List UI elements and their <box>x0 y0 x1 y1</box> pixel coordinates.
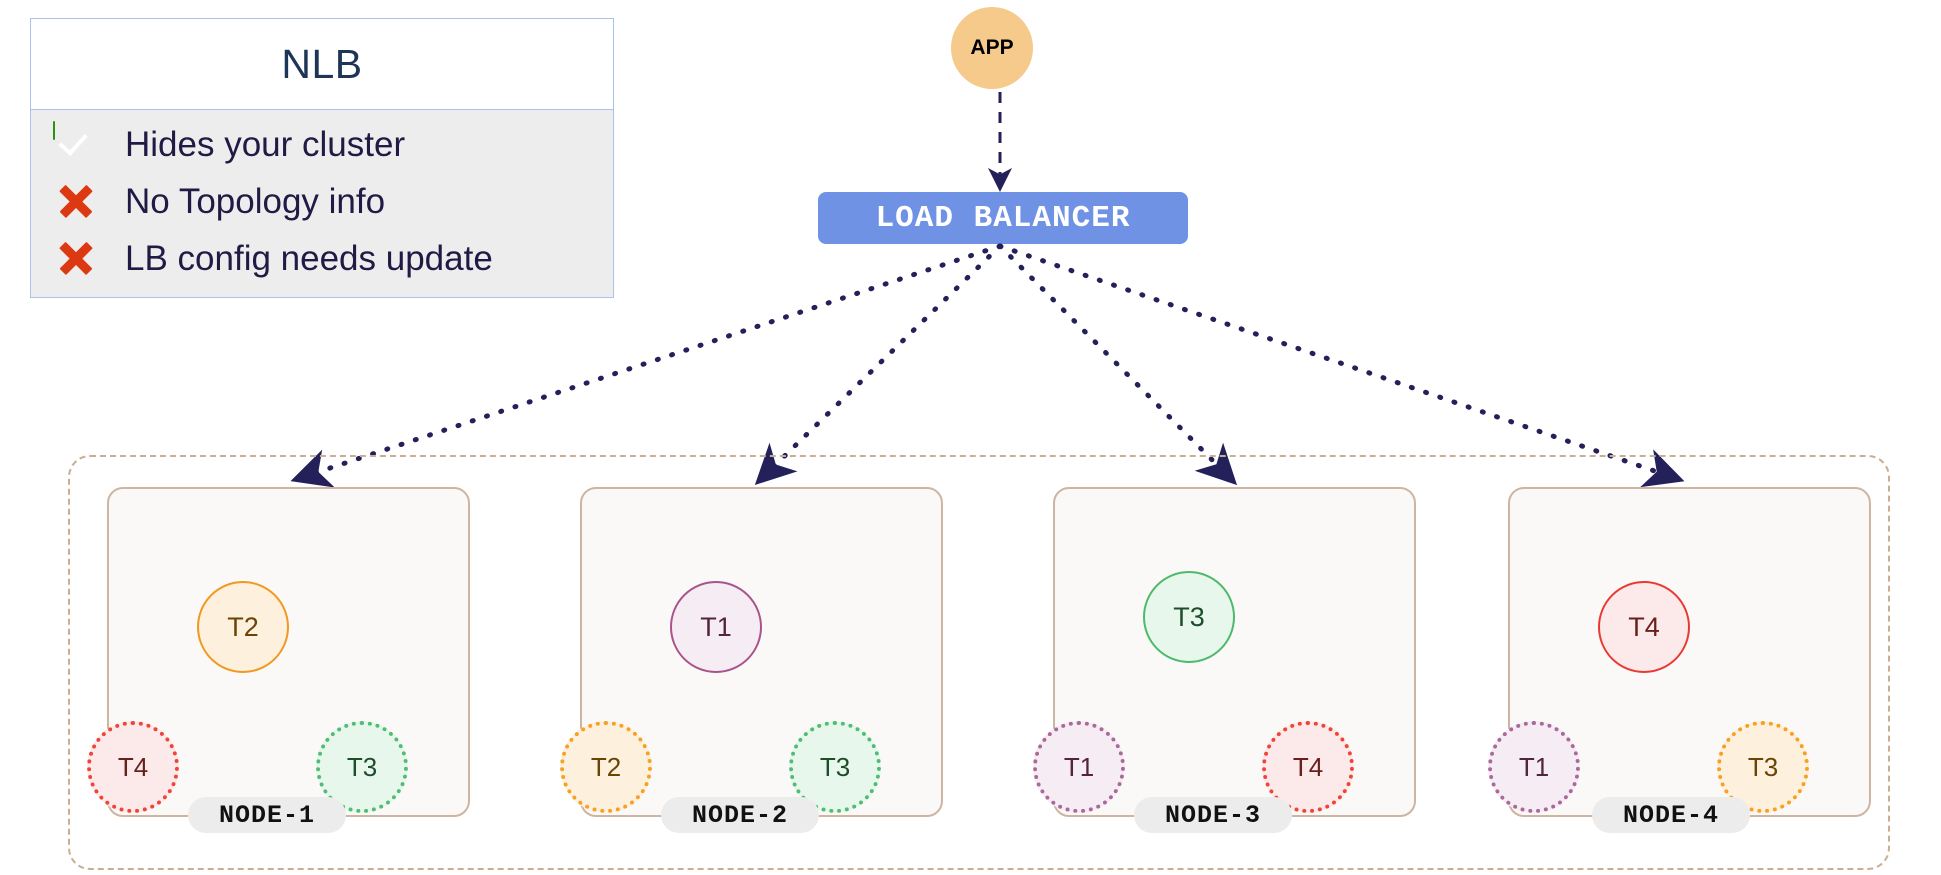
app-node: APP <box>951 7 1033 89</box>
cross-icon <box>53 179 99 225</box>
task-circle-replica: T4 <box>87 721 179 813</box>
app-node-label: APP <box>970 36 1014 59</box>
task-circle-replica: T1 <box>1488 721 1580 813</box>
legend-row-label: No Topology info <box>125 181 386 221</box>
arrow-lb-to-node-2 <box>754 243 1003 485</box>
nlb-legend-panel: NLB Hides your cluster No Topology info … <box>30 18 614 298</box>
task-circle-replica: T1 <box>1033 721 1125 813</box>
node-badge-label: NODE-1 <box>218 800 315 830</box>
task-circle-replica: T4 <box>1262 721 1354 813</box>
node-badge-label: NODE-3 <box>1164 800 1261 830</box>
legend-row-label: LB config needs update <box>125 238 493 278</box>
node-box-2: T1 T2 T3 <box>560 487 943 817</box>
task-label: T3 <box>346 751 378 782</box>
task-label: T4 <box>117 751 149 782</box>
task-label: T4 <box>1292 751 1324 782</box>
task-label: T3 <box>1173 601 1205 632</box>
nlb-legend-body: Hides your cluster No Topology info LB c… <box>31 110 613 297</box>
task-circle-replica: T2 <box>560 721 652 813</box>
legend-row-con-topology: No Topology info <box>31 173 613 230</box>
check-icon <box>53 120 99 168</box>
task-label: T1 <box>1518 751 1550 782</box>
nlb-legend-header: NLB <box>31 19 613 110</box>
task-label: T3 <box>819 751 851 782</box>
task-label: T3 <box>1747 751 1779 782</box>
arrow-lb-to-node-3 <box>997 243 1238 486</box>
task-label: T2 <box>227 611 259 642</box>
node-box-4: T4 T1 T3 <box>1488 487 1871 817</box>
task-circle-primary: T1 <box>670 581 762 673</box>
task-circle-primary: T3 <box>1143 571 1235 663</box>
node-badge-label: NODE-4 <box>1622 800 1719 830</box>
node-badge-4: NODE-4 <box>1592 797 1750 833</box>
arrow-lb-to-node-4 <box>997 243 1685 488</box>
load-balancer-box: LOAD BALANCER <box>818 192 1188 244</box>
legend-row-label: Hides your cluster <box>125 124 406 164</box>
task-circle-primary: T4 <box>1598 581 1690 673</box>
nlb-legend-title: NLB <box>281 40 363 87</box>
legend-row-pro: Hides your cluster <box>31 116 613 173</box>
cross-icon <box>53 236 99 282</box>
task-label: T2 <box>590 751 622 782</box>
task-label: T1 <box>1063 751 1095 782</box>
load-balancer-label: LOAD BALANCER <box>875 200 1131 236</box>
node-box-1: T2 T4 T3 <box>87 487 470 817</box>
node-box-3: T3 T1 T4 <box>1033 487 1416 817</box>
task-label: T1 <box>700 611 732 642</box>
legend-row-con-config: LB config needs update <box>31 230 613 287</box>
node-badge-1: NODE-1 <box>188 797 346 833</box>
node-badge-label: NODE-2 <box>691 800 788 830</box>
node-badge-3: NODE-3 <box>1134 797 1292 833</box>
cluster-boundary <box>68 455 1890 870</box>
task-circle-primary: T2 <box>197 581 289 673</box>
node-badge-2: NODE-2 <box>661 797 819 833</box>
task-label: T4 <box>1628 611 1660 642</box>
